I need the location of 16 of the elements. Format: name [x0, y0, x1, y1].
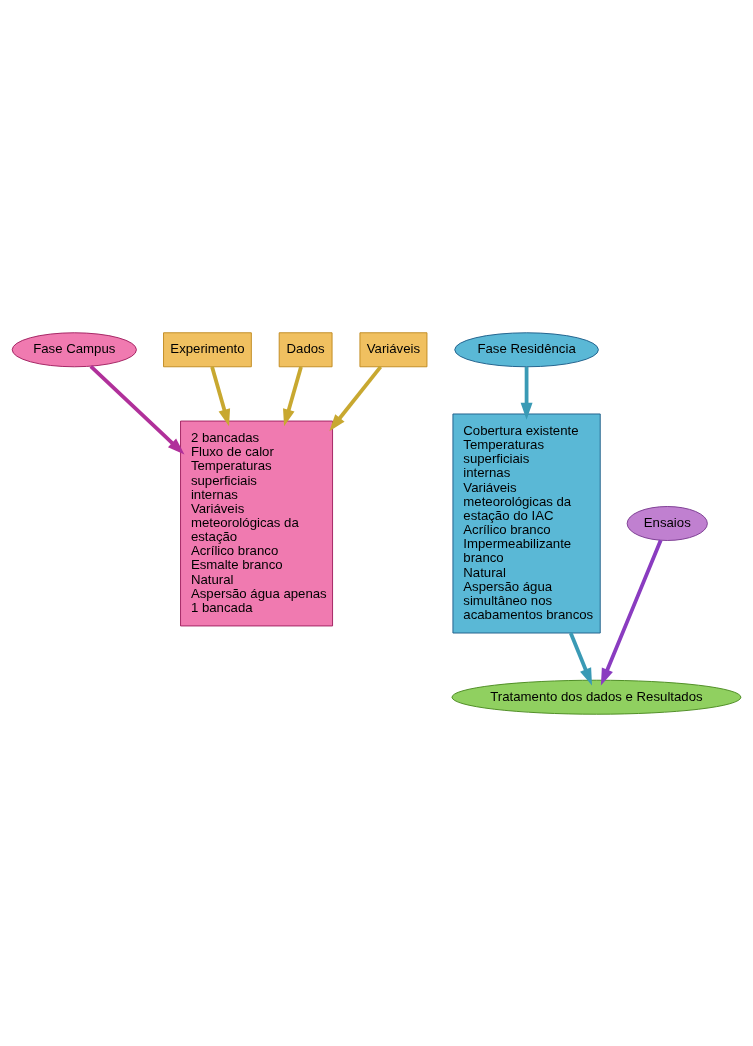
node-ellipse: Fase Residência: [454, 331, 599, 367]
node-ellipse: Ensaios: [626, 505, 708, 541]
arrow: [568, 631, 593, 685]
node-ellipse: Tratamento dos dados e Resultados: [451, 679, 742, 715]
node-box: Cobertura existente Temperaturas superficiais internas Variáveis meteorológicas da estação do IAC Acrílico branco Impermeabilizante branco Natural Aspersão água simultâneo nos acabamentos brancos: [452, 413, 601, 633]
arrow: [600, 539, 663, 685]
node-box: Dados: [278, 331, 333, 367]
arrow: [283, 365, 303, 426]
node-ellipse: Fase Campus: [11, 331, 137, 367]
node-box: Experimento: [163, 331, 252, 367]
arrow: [329, 365, 383, 431]
node-box: 2 bancadas Fluxo de calor Temperaturas superficiais internas Variáveis meteorológicas da estação Acrílico branco Esmalte branco Natural Aspersão água apenas 1 bancada: [180, 420, 334, 626]
arrow: [210, 365, 231, 426]
arrow: [520, 366, 533, 420]
arrow: [89, 364, 185, 455]
node-box: Variáveis: [359, 331, 428, 367]
